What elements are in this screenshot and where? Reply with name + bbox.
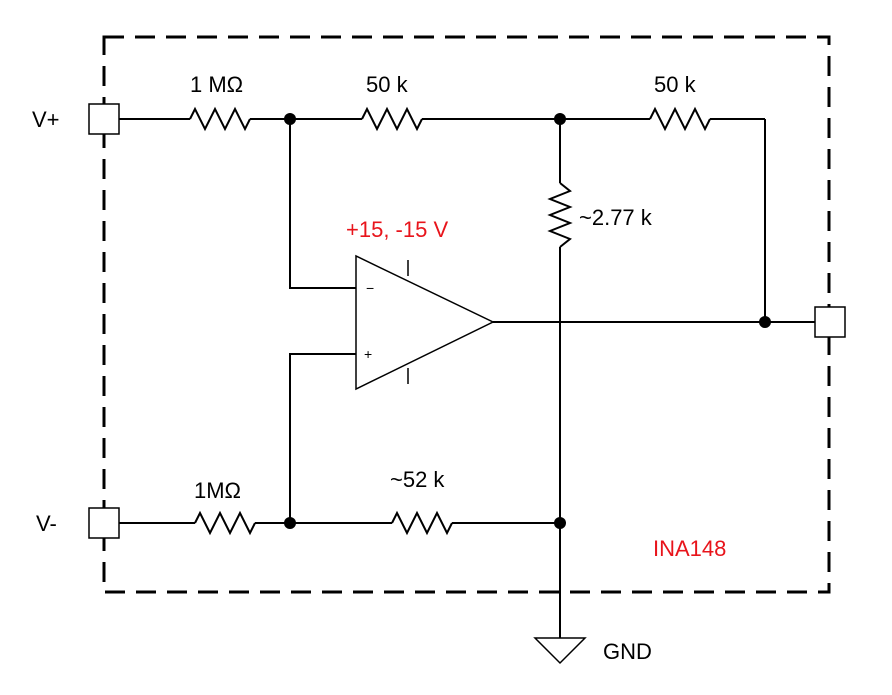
noninverting-pin-label: + [364,346,372,362]
supply-label: +15, -15 V [346,217,448,242]
resistor-1m-top-label: 1 MΩ [190,72,243,97]
resistor-1m-top [189,106,251,132]
resistor-52k-label: ~52 k [390,467,445,492]
shunt-branch [547,119,573,638]
junction-dot [554,113,566,125]
vplus-label: V+ [32,107,60,132]
bottom-rail-wires [119,510,560,536]
resistor-50k-right-label: 50 k [654,72,697,97]
junction-dot [554,517,566,529]
junction-dot [284,113,296,125]
junction-dot [759,316,771,328]
resistor-50k-middle [361,106,423,132]
resistor-shunt-label: ~2.77 k [579,205,653,230]
vminus-terminal [88,507,120,539]
resistor-shunt [547,182,573,248]
ground-label: GND [603,639,652,664]
inverting-pin-label: − [366,280,374,296]
output-terminal [814,306,846,338]
resistor-1m-bottom [194,510,256,536]
vminus-label: V- [36,511,57,536]
package-boundary [102,35,831,594]
top-rail-wires [119,106,766,322]
vplus-terminal [88,103,120,135]
ground-symbol [533,637,587,665]
resistor-1m-bottom-label: 1MΩ [194,478,241,503]
op-amp: − + [355,254,495,391]
inverting-input-wire [289,119,356,289]
part-number-label: INA148 [653,536,726,561]
resistor-50k-middle-label: 50 k [366,72,409,97]
noninverting-input-wire [289,353,356,523]
junction-dot [284,517,296,529]
resistor-50k-right [649,106,711,132]
resistor-52k [391,510,453,536]
